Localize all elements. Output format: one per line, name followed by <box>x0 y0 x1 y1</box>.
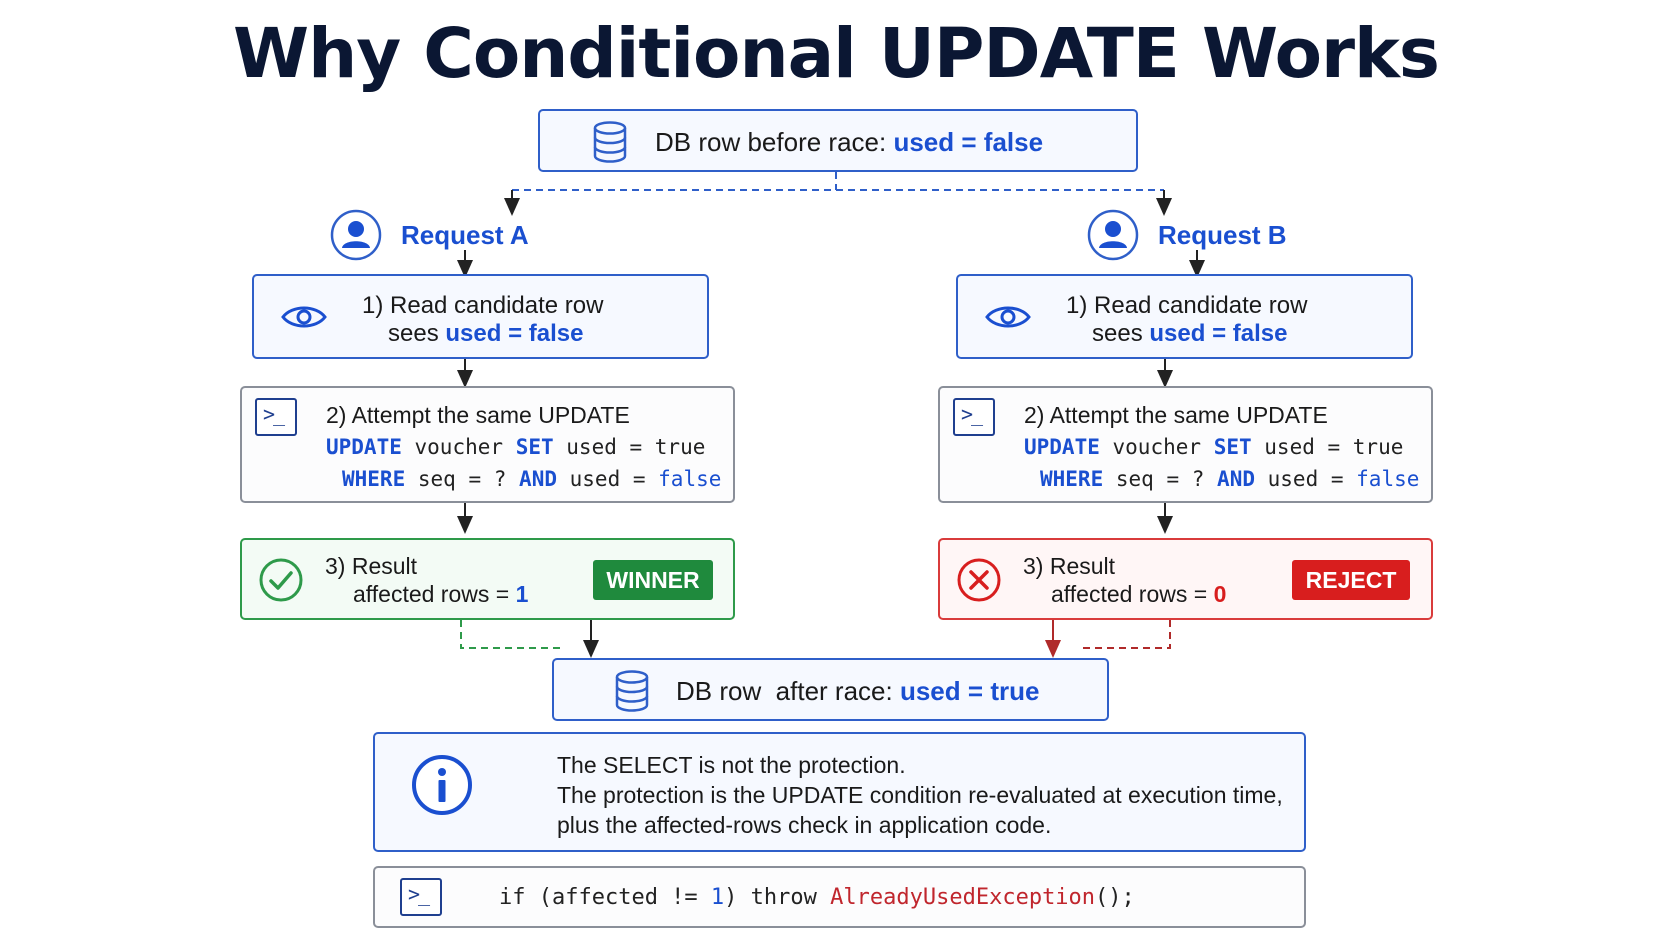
code-box: >_ if (affected != 1) throw AlreadyUsedE… <box>373 866 1306 928</box>
request-b-step1-line2: sees used = false <box>1092 320 1287 348</box>
terminal-glyph: >_ <box>408 882 430 906</box>
code-keyword: AND <box>1217 467 1255 491</box>
request-a-code-line2: WHERE seq = ? AND used = false <box>342 467 721 491</box>
request-b-code-line1: UPDATE voucher SET used = true <box>1024 435 1403 459</box>
exception-name: AlreadyUsedException <box>830 885 1096 910</box>
eye-icon <box>985 306 1031 328</box>
info-box: The SELECT is not the protection. The pr… <box>373 732 1306 852</box>
request-b-step2-heading: 2) Attempt the same UPDATE <box>1024 402 1328 428</box>
affected-label: affected rows = <box>1051 581 1208 607</box>
request-a-result-box: 3) Result affected rows = 1 WINNER <box>240 538 735 620</box>
db-before-text: DB row before race: used = false <box>655 127 1043 158</box>
user-icon <box>1087 209 1139 261</box>
code-post: (); <box>1095 885 1135 910</box>
db-after-eq: = <box>967 676 984 706</box>
affected-label: affected rows = <box>353 581 510 607</box>
terminal-icon: >_ <box>255 398 297 436</box>
request-a-step1-line2: sees used = false <box>388 320 583 348</box>
code-line: if (affected != 1) throw AlreadyUsedExce… <box>499 885 1135 910</box>
request-b-label: Request B <box>1158 220 1287 250</box>
terminal-glyph: >_ <box>263 402 285 426</box>
terminal-icon: >_ <box>400 878 442 916</box>
code-pre: if (affected != <box>499 885 711 910</box>
info-line1: The SELECT is not the protection. <box>557 752 906 778</box>
code-text: used = <box>569 467 646 491</box>
db-before-label: DB row before race: <box>655 127 887 157</box>
code-text: seq = ? <box>1115 467 1205 491</box>
info-line3: plus the affected-rows check in applicat… <box>557 812 1052 838</box>
request-b-step1-box: 1) Read candidate row sees used = false <box>956 274 1413 359</box>
sees-var: used <box>1149 320 1206 347</box>
db-before-box: DB row before race: used = false <box>538 109 1138 172</box>
winner-badge: WINNER <box>593 560 713 600</box>
request-a-step2-heading: 2) Attempt the same UPDATE <box>326 402 630 428</box>
code-keyword: SET <box>515 435 554 459</box>
eye-icon <box>281 306 327 328</box>
sees-var: used <box>445 320 502 347</box>
code-number: 1 <box>710 885 725 910</box>
request-a-step1-line1: 1) Read candidate row <box>362 292 604 319</box>
code-text: used = <box>1267 467 1344 491</box>
code-keyword: UPDATE <box>1024 435 1100 459</box>
affected-value: 1 <box>515 581 529 607</box>
info-icon <box>412 755 472 815</box>
sees-value: false <box>528 320 584 347</box>
request-a-label: Request A <box>401 220 529 250</box>
code-value: false <box>1356 467 1420 491</box>
sees-eq: = <box>1212 320 1227 347</box>
db-after-var: used <box>899 676 961 706</box>
database-icon <box>593 121 627 163</box>
request-a-step1-box: 1) Read candidate row sees used = false <box>252 274 709 359</box>
code-value: false <box>658 467 722 491</box>
merge-dashed-a <box>460 620 565 649</box>
code-keyword: AND <box>519 467 557 491</box>
sees-eq: = <box>508 320 523 347</box>
db-before-var: used <box>893 127 955 157</box>
request-a-code-line1: UPDATE voucher SET used = true <box>326 435 705 459</box>
request-b-step2-box: >_ 2) Attempt the same UPDATE UPDATE vou… <box>938 386 1433 503</box>
user-icon <box>330 209 382 261</box>
request-b-result-line2: affected rows = 0 <box>1051 581 1226 608</box>
code-keyword: UPDATE <box>326 435 402 459</box>
merge-dashed-b <box>1080 620 1171 649</box>
sees-value: false <box>1232 320 1288 347</box>
x-circle-icon <box>957 558 1001 602</box>
request-b-code-line2: WHERE seq = ? AND used = false <box>1040 467 1419 491</box>
sees-label: sees <box>388 320 439 347</box>
db-before-value: false <box>983 127 1044 157</box>
code-mid: ) throw <box>724 885 831 910</box>
db-before-eq: = <box>961 127 977 157</box>
code-keyword: WHERE <box>1040 467 1104 491</box>
code-text: voucher <box>1112 435 1202 459</box>
code-keyword: WHERE <box>342 467 406 491</box>
affected-value: 0 <box>1213 581 1227 607</box>
database-icon <box>615 670 649 712</box>
db-after-box: DB row after race: used = true <box>552 658 1109 721</box>
info-line2: The protection is the UPDATE condition r… <box>557 782 1283 808</box>
sees-label: sees <box>1092 320 1143 347</box>
terminal-glyph: >_ <box>961 402 983 426</box>
request-a-result-line2: affected rows = 1 <box>353 581 528 608</box>
request-b-result-box: 3) Result affected rows = 0 REJECT <box>938 538 1433 620</box>
page-title: Why Conditional UPDATE Works <box>232 14 1440 94</box>
code-text: used = true <box>566 435 706 459</box>
check-circle-icon <box>259 558 303 602</box>
request-a-step2-box: >_ 2) Attempt the same UPDATE UPDATE vou… <box>240 386 735 503</box>
reject-badge: REJECT <box>1292 560 1410 600</box>
code-keyword: SET <box>1213 435 1252 459</box>
code-text: used = true <box>1264 435 1404 459</box>
request-b-result-line1: 3) Result <box>1023 553 1116 579</box>
db-after-value: true <box>990 676 1040 706</box>
code-text: seq = ? <box>417 467 507 491</box>
code-text: voucher <box>414 435 504 459</box>
request-b-step1-line1: 1) Read candidate row <box>1066 292 1308 319</box>
db-after-label: DB row after race: <box>676 676 893 706</box>
terminal-icon: >_ <box>953 398 995 436</box>
request-a-result-line1: 3) Result <box>325 553 418 579</box>
db-after-text: DB row after race: used = true <box>676 676 1039 707</box>
